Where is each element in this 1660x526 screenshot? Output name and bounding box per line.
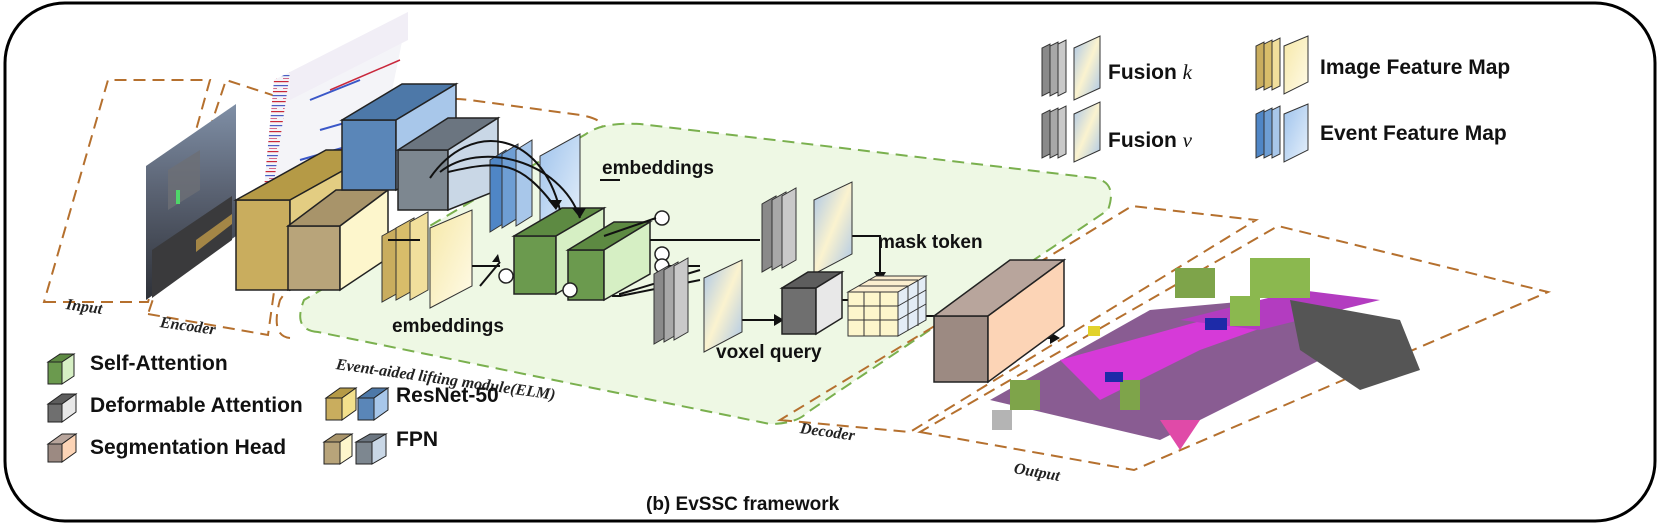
legend-event-feature-map-label: Event Feature Map	[1320, 122, 1507, 145]
output-scene	[990, 258, 1420, 450]
mask-token-label: mask token	[878, 232, 983, 253]
encoder-region-top	[275, 97, 604, 339]
legend-resnet-label: ResNet-50	[396, 384, 499, 407]
image-feature-maps	[381, 209, 473, 309]
input-rgb-image	[146, 104, 236, 300]
legend-fpn-icon	[322, 433, 388, 465]
embeddings-label-top: embeddings	[602, 158, 714, 179]
voxel-query-grid	[846, 275, 928, 337]
legend-segmentation-head-icon	[46, 433, 78, 463]
fpn-image-block	[285, 188, 391, 292]
legend-fpn-label: FPN	[396, 428, 438, 451]
legend-image-feature-map-label: Image Feature Map	[1320, 56, 1511, 79]
legend-fusion-k-label: Fusion k	[1108, 60, 1192, 84]
outer-frame	[3, 1, 1657, 523]
fusion-v-stack	[653, 257, 743, 353]
legend-event-feature-map-icon	[1255, 103, 1309, 163]
legend-image-feature-map-icon	[1255, 35, 1309, 95]
fusion-k-stack	[761, 181, 853, 275]
legend-deformable-attention-label: Deformable Attention	[90, 394, 303, 417]
output-stage-region	[917, 224, 1552, 472]
voxel-query-label: voxel query	[716, 342, 822, 363]
legend-resnet-icon	[324, 387, 390, 421]
legend-fusion-v-icon	[1041, 101, 1101, 163]
arrow-heads	[492, 200, 1060, 344]
legend-self-attention-icon	[46, 353, 76, 385]
segmentation-head-block	[931, 258, 1067, 384]
figure-caption: (b) EvSSC framework	[646, 494, 840, 515]
deformable-attention-block	[779, 270, 845, 336]
embeddings-label-bottom: embeddings	[392, 316, 504, 337]
legend-deformable-attention-icon	[46, 393, 78, 423]
legend-segmentation-head-label: Segmentation Head	[90, 436, 287, 459]
input-stage-region	[42, 79, 212, 303]
legend-fusion-v-label: Fusion v	[1108, 128, 1192, 152]
legend-self-attention-label: Self-Attention	[90, 352, 228, 375]
legend-fusion-k-icon	[1041, 35, 1101, 101]
